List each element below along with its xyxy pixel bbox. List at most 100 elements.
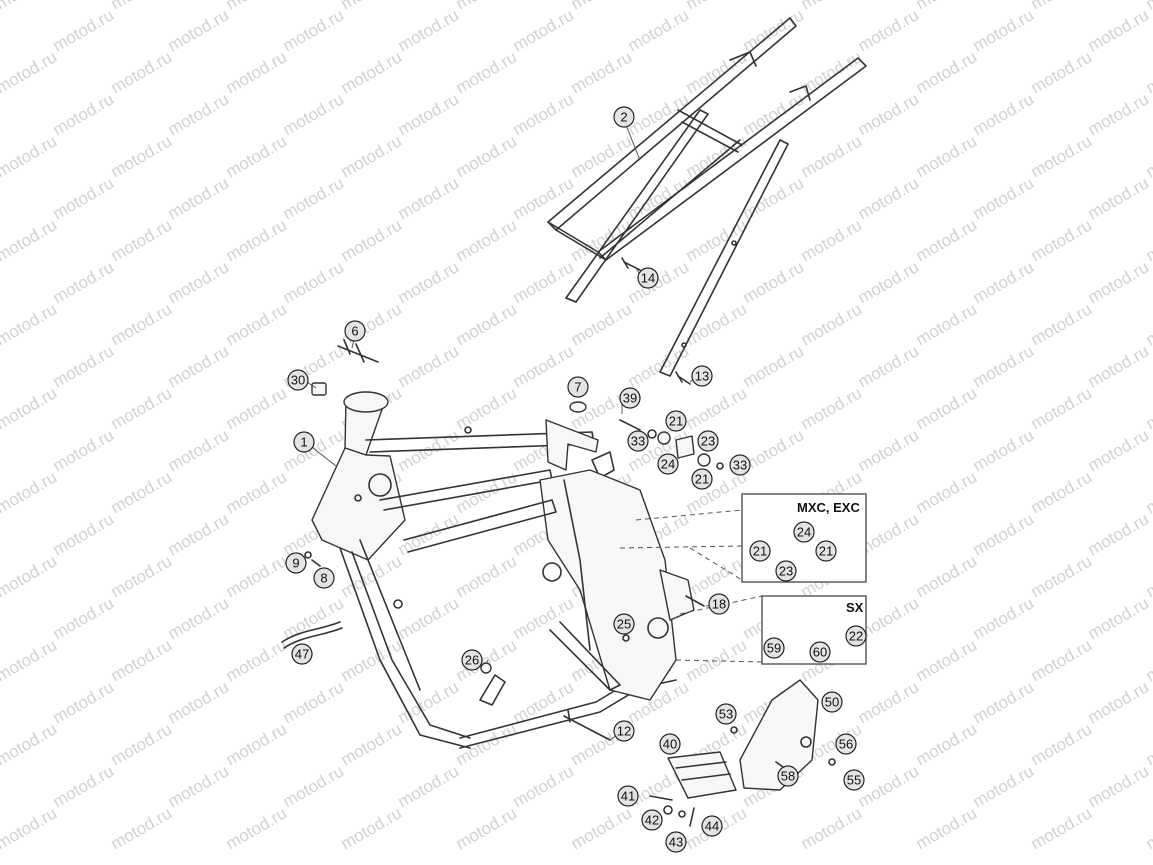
watermark-text: motod.ru	[970, 257, 1038, 307]
callout-c33b: 33	[729, 454, 751, 476]
watermark-text: motod.ru	[280, 5, 348, 55]
callout-circle	[659, 733, 681, 755]
callout-label: 33	[733, 458, 747, 473]
watermark-text: motod.ru	[453, 215, 521, 265]
watermark-text: motod.ru	[970, 89, 1038, 139]
watermark-text: motod.ru	[510, 257, 578, 307]
watermark-text: motod.ru	[625, 173, 693, 223]
watermark-text: motod.ru	[1143, 215, 1153, 265]
watermark-text: motod.ru	[1028, 383, 1096, 433]
callout-circle	[619, 387, 641, 409]
watermark-text: motod.ru	[0, 551, 60, 601]
watermark-text: motod.ru	[453, 719, 521, 769]
callout-circle	[617, 785, 639, 807]
watermark-text: motod.ru	[625, 341, 693, 391]
watermark-text: motod.ru	[683, 215, 751, 265]
callout-circle	[815, 540, 837, 562]
callout-c2: 2	[613, 106, 635, 128]
callout-c21b: 21	[691, 468, 713, 490]
callout-c21c: 21	[749, 540, 771, 562]
callout-circle	[749, 540, 771, 562]
watermark-text: motod.ru	[50, 425, 118, 475]
callout-c47: 47	[291, 643, 313, 665]
watermark-text: motod.ru	[50, 593, 118, 643]
watermark-text: motod.ru	[1143, 635, 1153, 685]
watermark-text: motod.ru	[1143, 47, 1153, 97]
callout-label: 55	[847, 773, 861, 788]
callout-circle	[708, 593, 730, 615]
watermark-text: motod.ru	[913, 299, 981, 349]
watermark-text: motod.ru	[510, 89, 578, 139]
callout-label: 21	[695, 472, 709, 487]
callout-label: 26	[465, 653, 479, 668]
watermark-text: motod.ru	[338, 635, 406, 685]
callout-circle	[665, 410, 687, 432]
watermark-text: motod.ru	[223, 215, 291, 265]
callout-circle	[763, 637, 785, 659]
watermark-text: motod.ru	[1085, 5, 1153, 55]
watermark-text: motod.ru	[1028, 299, 1096, 349]
callout-circle	[843, 769, 865, 791]
callout-circle	[637, 267, 659, 289]
watermark-text: motod.ru	[568, 47, 636, 97]
watermark-text: motod.ru	[855, 5, 923, 55]
watermark-text: motod.ru	[338, 0, 406, 13]
watermark-text: motod.ru	[970, 173, 1038, 223]
watermark-text: motod.ru	[1085, 173, 1153, 223]
callout-circle	[691, 365, 713, 387]
watermark-text: motod.ru	[108, 383, 176, 433]
callout-c6: 6	[344, 320, 366, 342]
watermark-text: motod.ru	[280, 677, 348, 727]
watermark-text: motod.ru	[1143, 467, 1153, 517]
callout-c24b: 24	[793, 521, 815, 543]
watermark-text: motod.ru	[510, 173, 578, 223]
watermark-text: motod.ru	[165, 341, 233, 391]
watermark-text: motod.ru	[740, 5, 808, 55]
watermark-text: motod.ru	[798, 383, 866, 433]
callout-label: 21	[669, 414, 683, 429]
watermark-text: motod.ru	[798, 0, 866, 13]
watermark-text: motod.ru	[50, 257, 118, 307]
watermark-text: motod.ru	[165, 425, 233, 475]
callout-circle	[293, 431, 315, 453]
callout-c41: 41	[617, 785, 639, 807]
watermark-text: motod.ru	[280, 761, 348, 811]
watermark-text: motod.ru	[1085, 89, 1153, 139]
watermark-text: motod.ru	[108, 719, 176, 769]
callout-label: 6	[351, 324, 358, 339]
variant-leaders	[619, 509, 763, 663]
callout-circle	[809, 641, 831, 663]
watermark-text: motod.ru	[1085, 593, 1153, 643]
callout-label: 18	[712, 597, 726, 612]
callout-label: 53	[719, 707, 733, 722]
callout-c12: 12	[613, 720, 635, 742]
watermark-text: motod.ru	[913, 383, 981, 433]
watermark-text: motod.ru	[223, 383, 291, 433]
callout-circle	[344, 320, 366, 342]
watermark-text: motod.ru	[395, 89, 463, 139]
callout-circle	[729, 454, 751, 476]
callout-circle	[461, 649, 483, 671]
watermark-text: motod.ru	[108, 131, 176, 181]
watermark-text: motod.ru	[1085, 257, 1153, 307]
callout-c59: 59	[763, 637, 785, 659]
callout-label: 9	[292, 556, 299, 571]
callout-circle	[567, 376, 589, 398]
watermark-text: motod.ru	[223, 467, 291, 517]
callout-c8: 8	[313, 567, 335, 589]
watermark-text: motod.ru	[223, 803, 291, 853]
callout-label: 22	[849, 629, 863, 644]
watermark-text: motod.ru	[1143, 383, 1153, 433]
watermark-text: motod.ru	[108, 0, 176, 13]
watermark-text: motod.ru	[913, 47, 981, 97]
callout-c33a: 33	[627, 430, 649, 452]
watermark-text: motod.ru	[970, 425, 1038, 475]
callout-circle	[641, 809, 663, 831]
watermark-text: motod.ru	[50, 89, 118, 139]
watermark-text: motod.ru	[50, 341, 118, 391]
callout-label: 7	[574, 380, 581, 395]
callout-c55: 55	[843, 769, 865, 791]
callout-c7: 7	[567, 376, 589, 398]
watermark-text: motod.ru	[108, 299, 176, 349]
watermark-text: motod.ru	[798, 131, 866, 181]
